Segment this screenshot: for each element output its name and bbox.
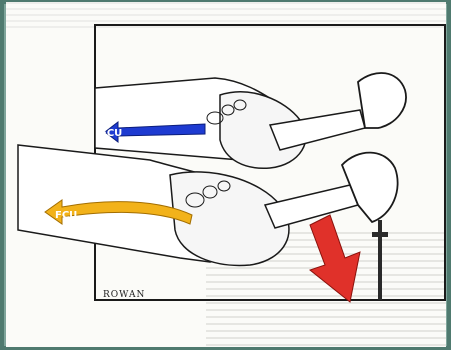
down-arrow bbox=[310, 215, 360, 302]
fcu-label-lower: FCU bbox=[55, 210, 77, 221]
upper-hammer-head bbox=[358, 73, 406, 128]
artist-signature: ROWAN bbox=[103, 290, 145, 300]
fcu-label-upper: FCU bbox=[100, 128, 122, 139]
lower-hammer-head bbox=[342, 153, 398, 222]
nail-head bbox=[372, 232, 388, 237]
lower-hammer-handle bbox=[265, 185, 358, 228]
